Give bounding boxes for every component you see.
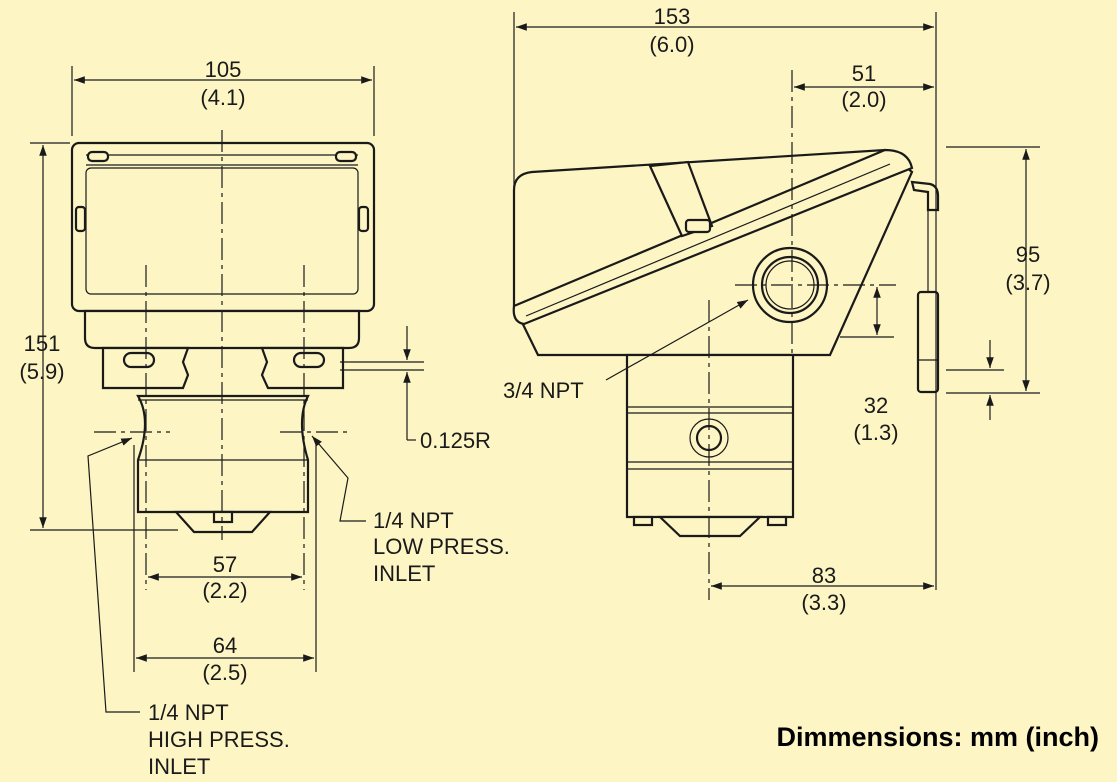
mounting-slot-right	[292, 351, 326, 369]
front-side-tab-left	[74, 205, 87, 233]
low-inlet-label-line3: INLET	[373, 561, 435, 586]
dim-105-extensions	[71, 66, 375, 136]
side-sensor-bands	[627, 406, 793, 470]
front-side-tab-right	[357, 205, 370, 233]
dim-57-inch: (2.2)	[202, 578, 247, 603]
slot-radius-label: 0.125R	[420, 428, 491, 453]
side-bottom-nut-right	[766, 515, 788, 527]
high-inlet-label-line1: 1/4 NPT	[148, 700, 229, 725]
dim-95-inch: (3.7)	[1005, 270, 1050, 295]
mounting-slot-left	[122, 351, 156, 369]
front-sensor-body	[136, 394, 310, 514]
high-inlet-leader	[87, 437, 140, 713]
bracket-weight	[916, 290, 940, 394]
low-inlet-leader	[311, 435, 366, 522]
dim-0125r-extensions	[340, 361, 424, 371]
conduit-leader	[605, 299, 749, 381]
front-view: 105 (4.1) 151 (5.9) 57 (2.2) 64 (2.5) 0.…	[19, 57, 510, 779]
dim-153-mm: 153	[654, 4, 691, 29]
dim-32-inch: (1.3)	[853, 420, 898, 445]
dim-64-inch: (2.5)	[202, 660, 247, 685]
high-inlet-label-line2: HIGH PRESS.	[148, 727, 290, 752]
dim-51-mm: 51	[852, 61, 876, 86]
dim-83-mm: 83	[812, 563, 836, 588]
high-inlet-label-line3: INLET	[148, 754, 210, 779]
low-inlet-label-line2: LOW PRESS.	[373, 534, 510, 559]
low-inlet-label-line1: 1/4 NPT	[373, 508, 454, 533]
dim-64-extensions	[133, 445, 317, 672]
side-view: 153 (6.0) 51 (2.0) 95 (3.7) 32 (1.3) 83 …	[503, 4, 1051, 615]
front-sensor-bands	[138, 399, 308, 461]
dim-32-mm: 32	[864, 393, 888, 418]
rear-bracket	[910, 180, 940, 212]
dim-151-extensions	[30, 142, 178, 531]
dim-51-inch: (2.0)	[841, 87, 886, 112]
side-bottom-nut-left	[632, 515, 654, 527]
dim-83-inch: (3.3)	[801, 590, 846, 615]
dim-151-inch: (5.9)	[19, 359, 64, 384]
side-cover-seam	[525, 163, 891, 317]
front-cover-rim	[86, 154, 358, 166]
front-bottom-nut	[212, 510, 234, 524]
cover-clip-tab	[684, 218, 712, 234]
front-cover-latch-left	[86, 150, 110, 163]
dim-153-extensions	[513, 12, 937, 590]
side-cover	[512, 148, 914, 326]
dim-105-inch: (4.1)	[200, 85, 245, 110]
cover-hinge-clip	[648, 160, 714, 238]
dim-95-mm: 95	[1016, 242, 1040, 267]
dim-151-mm: 151	[24, 331, 61, 356]
dim-105-mm: 105	[205, 57, 242, 82]
dim-64-mm: 64	[213, 633, 237, 658]
dim-32-extensions	[840, 336, 1004, 371]
dim-57-mm: 57	[213, 552, 237, 577]
dim-95-extensions	[946, 146, 1040, 394]
dimensions-units-note: Dimmensions: mm (inch)	[776, 722, 1099, 752]
conduit-label: 3/4 NPT	[503, 378, 584, 403]
dim-153-inch: (6.0)	[649, 32, 694, 57]
front-cover-latch-right	[334, 150, 358, 163]
side-bottom-plug	[657, 515, 763, 538]
